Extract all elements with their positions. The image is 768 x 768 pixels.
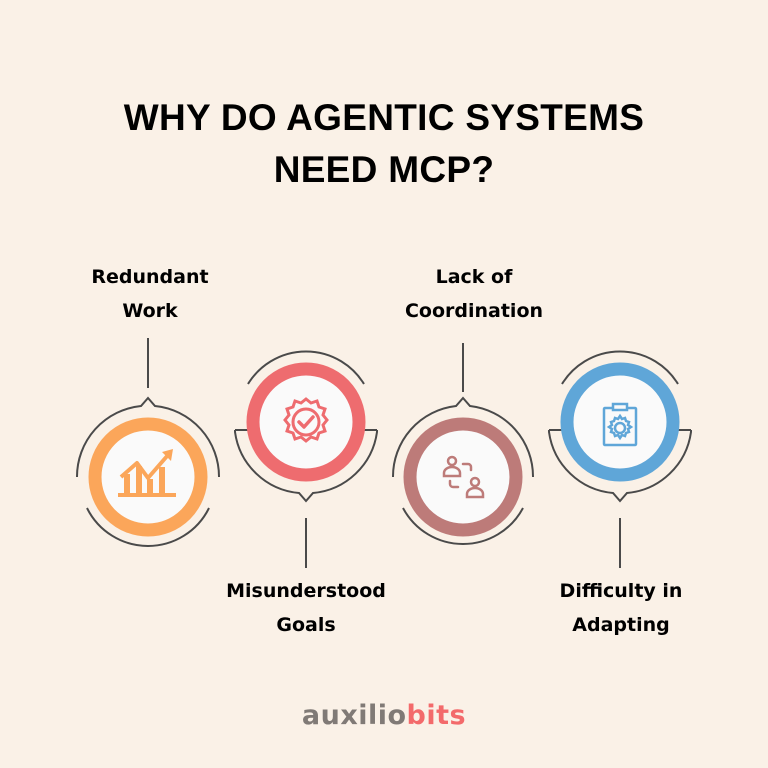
item-difficulty-in-adapting: [548, 350, 692, 568]
growth-chart-icon: [118, 449, 176, 497]
logo-part-1: auxilio: [301, 700, 407, 731]
badge-check-icon: [283, 397, 329, 443]
outer-arc-top: [247, 350, 365, 385]
label-line-2: Adapting: [572, 614, 670, 636]
label-redundant-work: Redundant Work: [40, 260, 260, 328]
title-line-2: NEED MCP?: [273, 149, 495, 190]
label-line-2: Coordination: [404, 300, 544, 322]
outer-arc-top: [561, 350, 679, 385]
label-line-1: Lack of: [435, 266, 513, 288]
outer-arc-bottom: [402, 507, 524, 545]
brand-logo: auxiliobits: [0, 700, 768, 731]
label-line-1: Difficulty in: [559, 580, 683, 602]
label-line-2: Goals: [276, 614, 336, 636]
page-title: WHY DO AGENTIC SYSTEMS NEED MCP?: [0, 92, 768, 196]
people-exchange-icon: [442, 455, 485, 499]
label-misunderstood-goals: Misunderstood Goals: [196, 574, 416, 642]
outer-arc-top: [75, 396, 221, 478]
outer-arc-bottom: [548, 430, 692, 503]
outer-arc-top: [391, 396, 535, 478]
ring: [403, 417, 523, 537]
label-line-1: Redundant: [91, 266, 209, 288]
title-line-1: WHY DO AGENTIC SYSTEMS: [123, 97, 645, 138]
clipboard-gear-icon: [602, 402, 638, 447]
item-redundant-work: [75, 338, 221, 547]
label-lack-of-coordination: Lack of Coordination: [364, 260, 584, 328]
item-misunderstood-goals: [234, 350, 378, 568]
label-difficulty-in-adapting: Difficulty in Adapting: [511, 574, 731, 642]
ring: [246, 362, 366, 482]
item-lack-of-coordination: [391, 343, 535, 545]
outer-arc-bottom: [234, 430, 378, 503]
outer-arc-bottom: [86, 507, 210, 547]
label-line-1: Misunderstood: [226, 580, 386, 602]
label-line-2: Work: [122, 300, 178, 322]
logo-part-2: bits: [406, 700, 467, 731]
